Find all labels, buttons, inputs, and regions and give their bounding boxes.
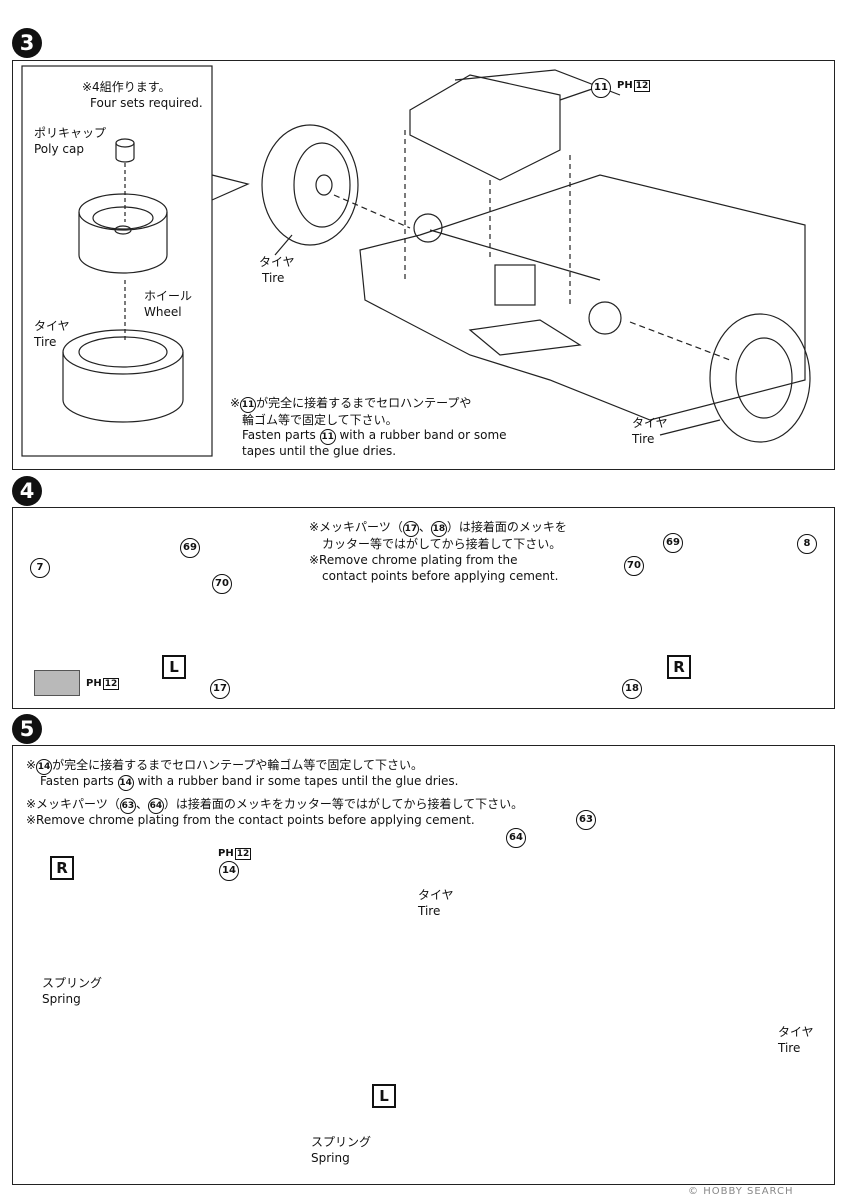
right-side-marker: R <box>667 655 691 679</box>
part-14-inline-2: 14 <box>117 775 134 791</box>
right-tire-label-en: Tire <box>632 432 655 446</box>
step-5-note2-jp: ※メッキパーツ（63、64）は接着面のメッキをカッター等ではがしてから接着して下… <box>26 797 523 814</box>
part-70-right-callout: 70 <box>624 556 644 576</box>
part-17-inline: 17 <box>402 521 419 537</box>
part-11-inline-2: 11 <box>319 429 336 445</box>
polycap-label-jp: ポリキャップ <box>34 126 107 140</box>
wheel-label-en: Wheel <box>144 305 182 319</box>
step-5-left-tire-label-en: Tire <box>418 904 441 918</box>
wheel-label-jp: ホイール <box>144 289 193 303</box>
part-64-callout: 64 <box>506 828 526 848</box>
step-4-note-jp-line2: カッター等ではがしてから接着して下さい。 <box>322 537 562 551</box>
step-3-number: 3 <box>12 28 42 58</box>
spring-upper-label-en: Spring <box>42 992 81 1006</box>
watermark: © HOBBY SEARCH <box>688 1186 794 1197</box>
inset-tire-label-jp: タイヤ <box>34 319 70 333</box>
right-side-marker-step5: R <box>50 856 74 880</box>
part-18-inline: 18 <box>430 521 447 537</box>
part-69-right-callout: 69 <box>663 533 683 553</box>
part-70-left-callout: 70 <box>212 574 232 594</box>
step-3-glue-jp-line2: 輪ゴム等で固定して下さい。 <box>242 413 398 427</box>
step-3-inset-box <box>21 65 213 457</box>
polycap-label-en: Poly cap <box>34 142 84 156</box>
step-5-left-tire-label-jp: タイヤ <box>418 888 454 902</box>
inset-tire-label-en: Tire <box>34 335 57 349</box>
spring-lower-label-en: Spring <box>311 1151 350 1165</box>
step-4-note-jp-line1: ※メッキパーツ（17、18）は接着面のメッキを <box>309 520 567 537</box>
step-4-number: 4 <box>12 476 42 506</box>
part-7-callout: 7 <box>30 558 50 578</box>
step-3-panel <box>12 60 835 470</box>
step-4-panel <box>12 507 835 709</box>
step-3-glue-en-line2: tapes until the glue dries. <box>242 444 397 458</box>
left-tire-label-jp: タイヤ <box>259 255 295 269</box>
step-3-note-en: Four sets required. <box>90 96 203 110</box>
spring-lower-label-jp: スプリング <box>311 1135 372 1149</box>
step-5-right-tire-label-jp: タイヤ <box>778 1025 814 1039</box>
part-63-inline: 63 <box>119 798 136 814</box>
step-5-panel <box>12 745 835 1185</box>
part-18-callout: 18 <box>622 679 642 699</box>
step-3-glue-en-line1: Fasten parts 11 with a rubber band or so… <box>242 428 507 445</box>
left-side-marker-step5: L <box>372 1084 396 1108</box>
step-5-note2-en: ※Remove chrome plating from the contact … <box>26 813 475 827</box>
left-tire-label-en: Tire <box>262 271 285 285</box>
part-11-callout: 11 <box>591 78 611 98</box>
left-side-marker: L <box>162 655 186 679</box>
right-tire-label-jp: タイヤ <box>632 416 668 430</box>
part-64-inline: 64 <box>147 798 164 814</box>
step-3-note-jp: ※4組作ります。 <box>82 80 171 94</box>
part-11-inline-1: 11 <box>240 397 257 413</box>
chrome-color-swatch <box>34 670 80 696</box>
step-5-note1-en: Fasten parts 14 with a rubber band ir so… <box>40 774 458 791</box>
copyright-icon: © <box>688 1186 699 1197</box>
part-17-callout: 17 <box>210 679 230 699</box>
spring-upper-label-jp: スプリング <box>42 976 103 990</box>
step-4-note-en-line2: contact points before applying cement. <box>322 569 559 583</box>
part-69-left-callout: 69 <box>180 538 200 558</box>
step-5-number: 5 <box>12 714 42 744</box>
step-4-note-en-line1: ※Remove chrome plating from the <box>309 553 518 567</box>
step-5-right-tire-label-en: Tire <box>778 1041 801 1055</box>
part-8-callout: 8 <box>797 534 817 554</box>
part-63-callout: 63 <box>576 810 596 830</box>
part-14-inline-1: 14 <box>36 759 53 775</box>
part-14-callout: 14 <box>219 861 239 881</box>
